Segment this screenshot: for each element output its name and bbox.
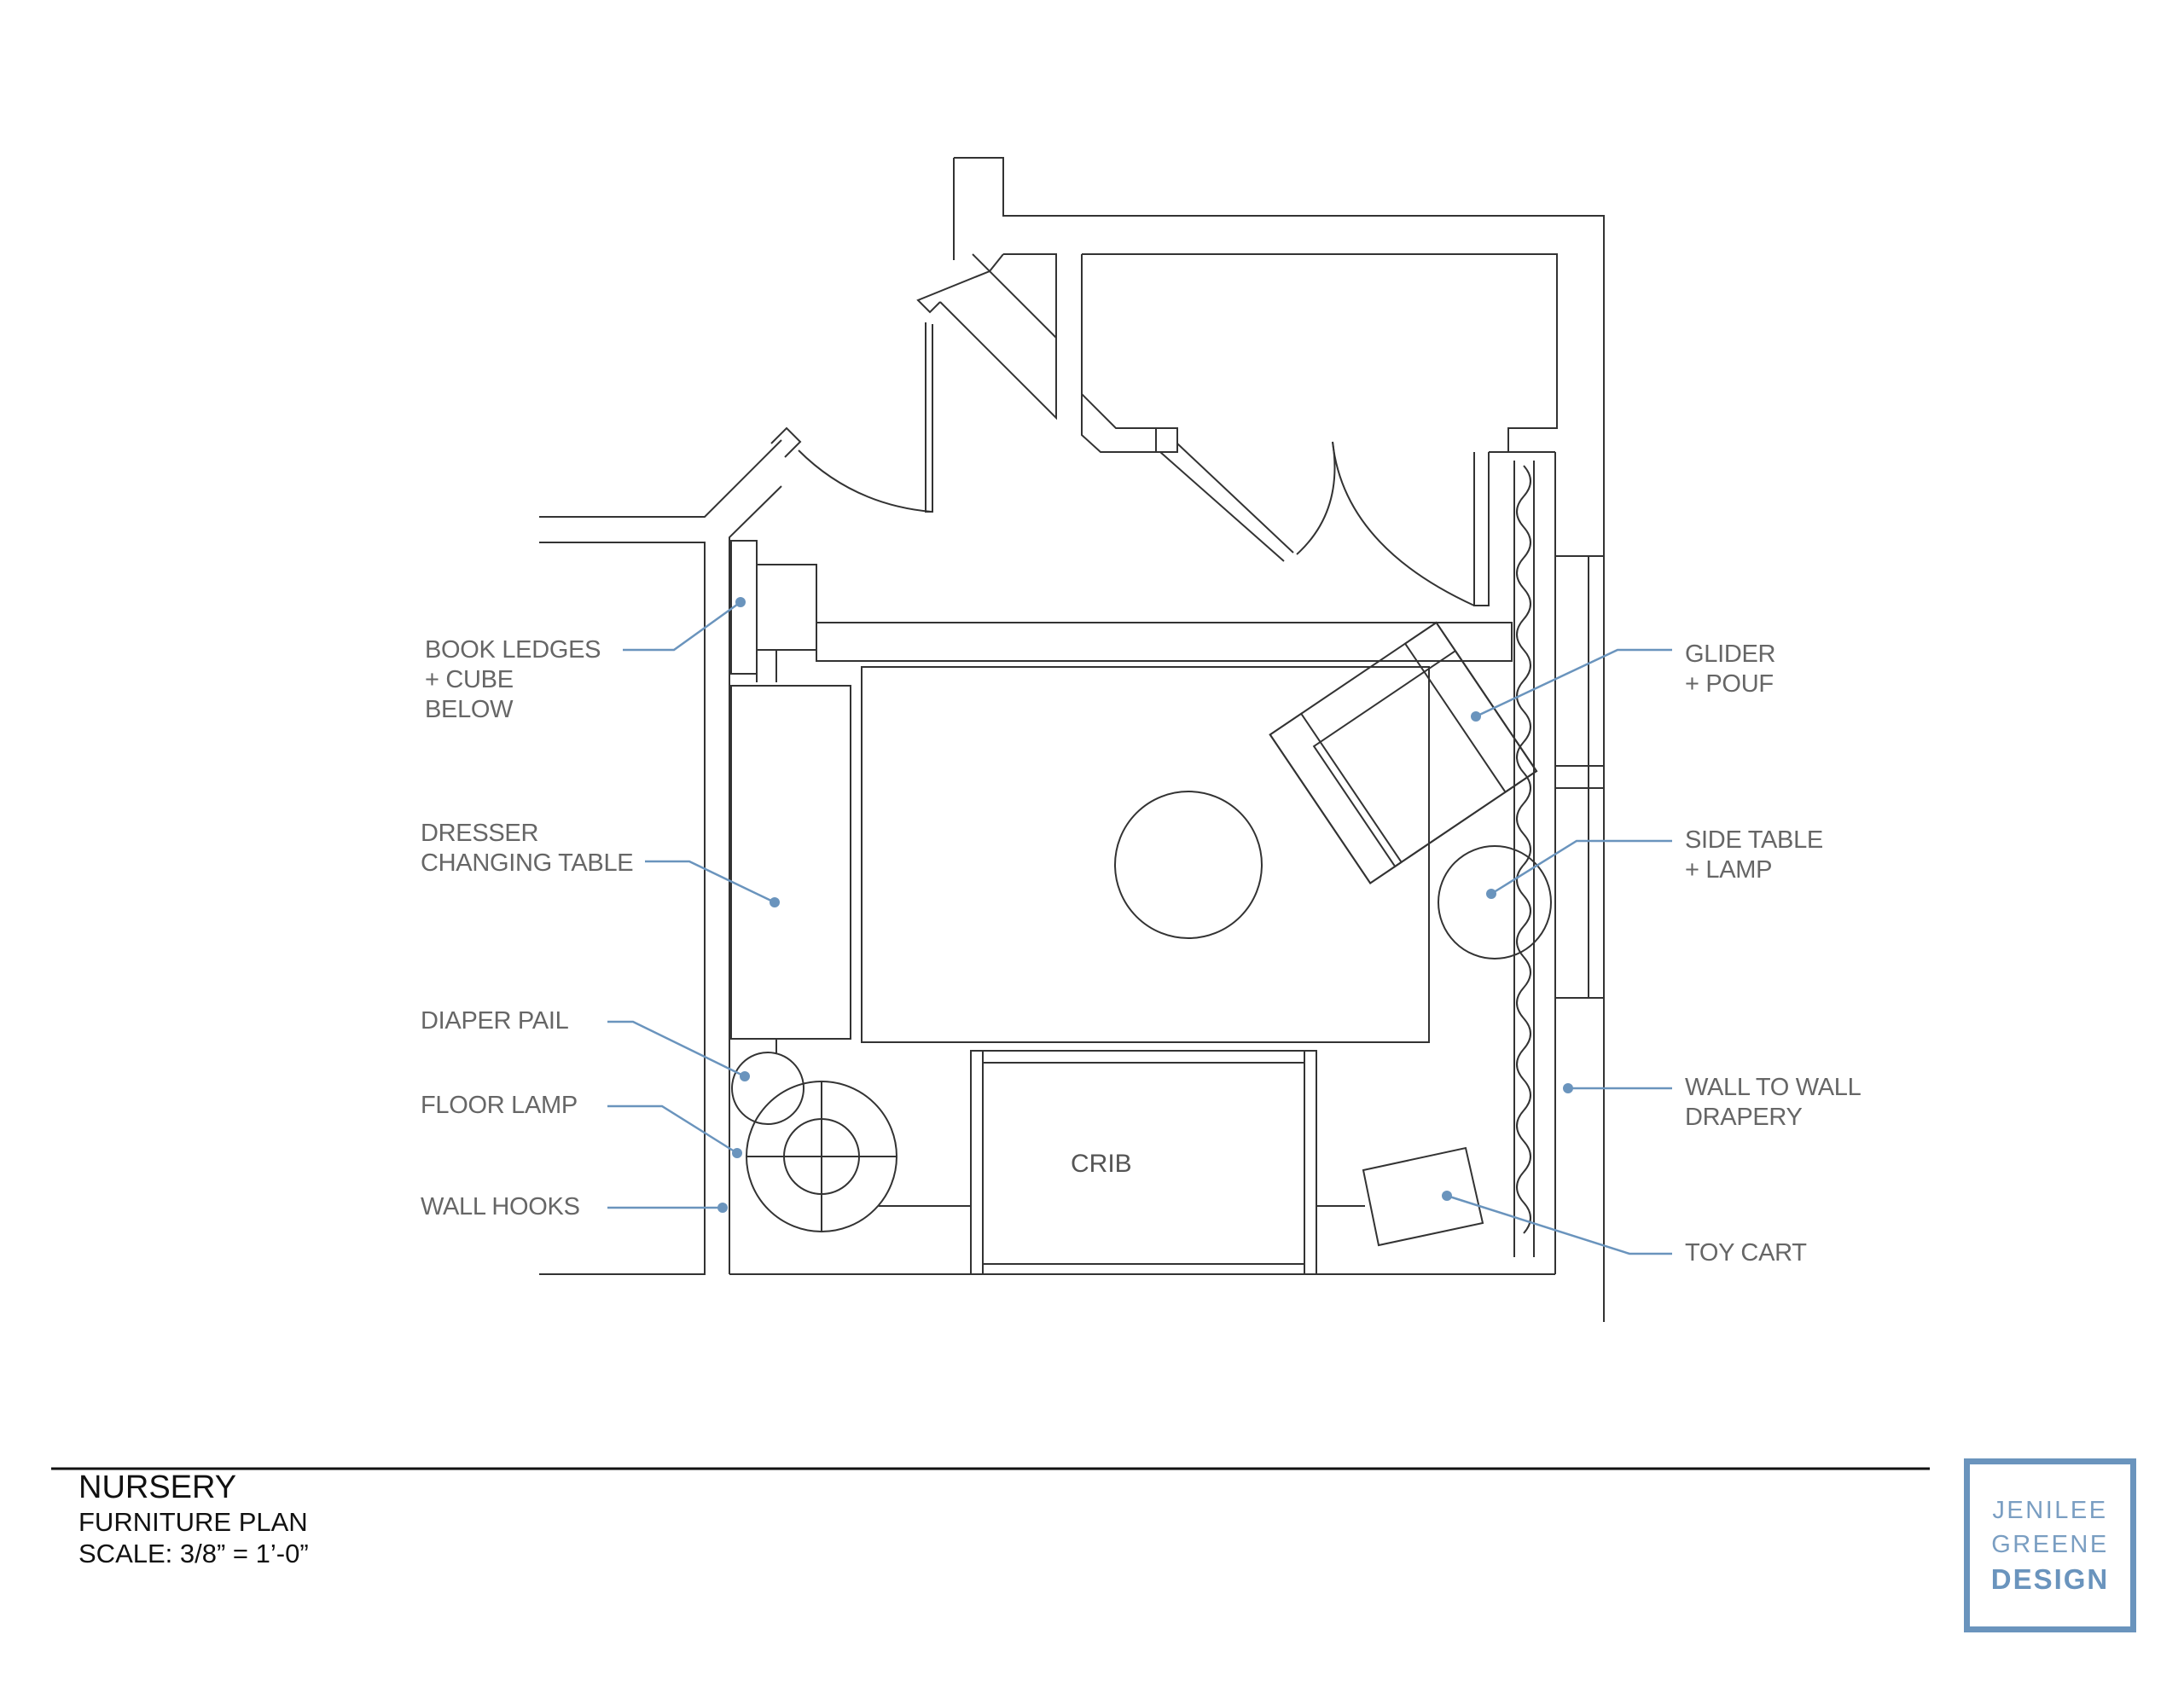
callout-diaper-pail: DIAPER PAIL [421,1007,569,1035]
left-door [770,322,933,513]
ottoman [1114,791,1263,939]
logo-line-3: DESIGN [1990,1563,2110,1595]
drapery [1513,461,1535,1257]
room-left-wall [729,485,782,1274]
side-table [1438,845,1552,959]
callout-floor-lamp: FLOOR LAMP [421,1092,578,1119]
closet [916,253,1558,606]
toy-cart [1362,1146,1484,1247]
logo-line-1: JENILEE [1992,1497,2108,1524]
glider [1269,621,1538,884]
title-block: NURSERY FURNITURE PLAN SCALE: 3/8” = 1’-… [78,1469,309,1569]
callout-side-table: SIDE TABLE + LAMP [1685,826,1823,884]
callout-glider: GLIDER + POUF [1685,641,1776,698]
left-corridor-wall-top [539,439,782,518]
callout-wall-hooks: WALL HOOKS [421,1193,580,1220]
diaper-pail [731,1052,804,1125]
walls [539,157,1605,1322]
callout-book-ledges: BOOK LEDGES + CUBE BELOW [425,636,601,723]
window [1554,555,1605,999]
drawing-subtitle: FURNITURE PLAN [78,1507,308,1537]
drawing-scale: SCALE: 3/8” = 1’-0” [78,1539,309,1568]
crib-label: CRIB [1071,1150,1132,1178]
callout-toy-cart: TOY CART [1685,1239,1807,1267]
jenilee-greene-design-logo: JENILEE GREENE DESIGN [1964,1458,2136,1632]
left-corridor-wall-inner [539,542,706,1275]
floor-lamp [746,1081,971,1232]
callout-leaders [607,600,1672,1255]
callout-dots [717,597,1573,1213]
rug [816,622,1513,1043]
dresser-changing-table [730,685,851,1040]
callout-dresser: DRESSER CHANGING TABLE [421,820,634,877]
crib [970,1050,1365,1275]
logo-line-2: GREENE [1991,1531,2109,1558]
callout-drapery: WALL TO WALL DRAPERY [1685,1074,1862,1131]
book-ledges-cube [730,540,817,682]
drawing-title: NURSERY [78,1470,237,1505]
